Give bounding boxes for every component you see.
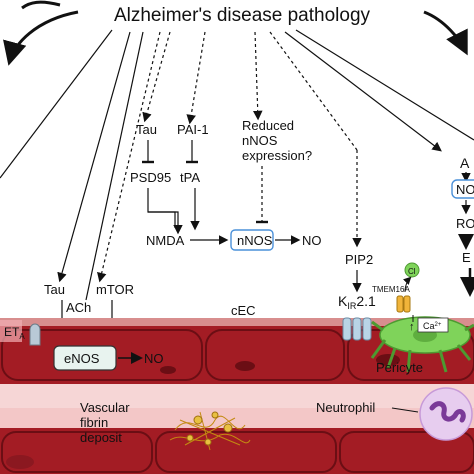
vessel-outer-edge [0,318,474,328]
label-nnos: nNOS [237,233,273,248]
tmem16a-channel-icon [396,295,404,313]
red-blood-cell [6,455,34,469]
line-title-to-pip2-a [269,31,358,151]
label-pericyte: Pericyte [376,360,423,375]
arrow-psd95-nmda [148,211,183,235]
nucleus [376,354,400,366]
label-mtor: mTOR [96,282,134,297]
line-title-to-tau-low [57,31,131,283]
line-title-to-reduced-nnos [252,31,263,121]
label-pip2: PIP2 [345,252,373,267]
label-enos: eNOS [64,351,100,366]
label-kir: KIR2.1 [338,293,376,311]
line-title-to-ach [85,31,144,301]
endothelial-cell-borders [1,329,474,473]
label-eta: ETA [4,325,25,341]
nucleus [160,366,176,374]
label-tmem16a: TMEM16A [372,285,410,294]
enos-box [53,345,117,371]
nucleus [235,361,255,371]
label-psd95: PSD95 [130,170,171,185]
ca-up-arrow-icon: ↑ [409,321,415,333]
spacer [148,212,175,232]
label-tpa: tPA [180,170,200,185]
curved-arrow-left-top [21,0,61,10]
line-title-to-a [284,31,442,152]
neutrophil-pointer [391,407,419,413]
label-nmda: NMDA [146,233,185,248]
ca-box [417,317,449,333]
label-ach: ACh [66,300,91,315]
diagram-title: Alzheimer's disease pathology [114,5,371,26]
vessel-lumen-lower [0,408,474,428]
eta-receptor-icon [29,323,41,346]
curved-arrow-right [423,10,468,56]
line-title-far-left [0,29,113,179]
label-e-partial: E [462,250,471,265]
label-ro-partial: RO [456,216,474,231]
line-title-to-tau-top [142,31,171,123]
label-cl: Cl [408,267,416,276]
label-cec: cEC [231,303,256,318]
neutrophil-nucleus [429,401,466,423]
label-neutrophil: Neutrophil [316,400,375,415]
vessel-wall-bottom [0,428,474,474]
kir-channel-icon [342,317,372,341]
fibrin-deposit-icon [169,411,251,451]
label-vascular-fibrin: Vascular fibrin deposit [80,400,133,445]
curved-arrow-left [3,10,79,66]
cl-ion-icon [404,262,420,278]
label-tau-top: Tau [136,122,157,137]
arrow-psd95-nmda-path [147,188,176,228]
eta-receptor-bg [0,320,22,342]
arrow-cl-efflux [402,276,412,293]
label-reduced-nnos: Reduced nNOS expression? [242,118,312,163]
label-pai1: PAI-1 [177,122,209,137]
nnos-box [230,229,274,251]
label-tau-low: Tau [44,282,65,297]
label-ca: Ca2+ [423,321,442,331]
label-no-center: NO [302,233,322,248]
tmem16a-channel-icon-b [403,295,411,313]
label-no-partial: NO [456,182,474,197]
no-partial-box [451,179,474,199]
line-title-to-mtor [97,31,161,283]
line-title-far-right [295,29,474,141]
line-title-to-pai1 [186,31,206,125]
label-a-partial: A [460,155,470,171]
vessel-lumen [0,384,474,408]
label-no-enos: NO [144,351,164,366]
